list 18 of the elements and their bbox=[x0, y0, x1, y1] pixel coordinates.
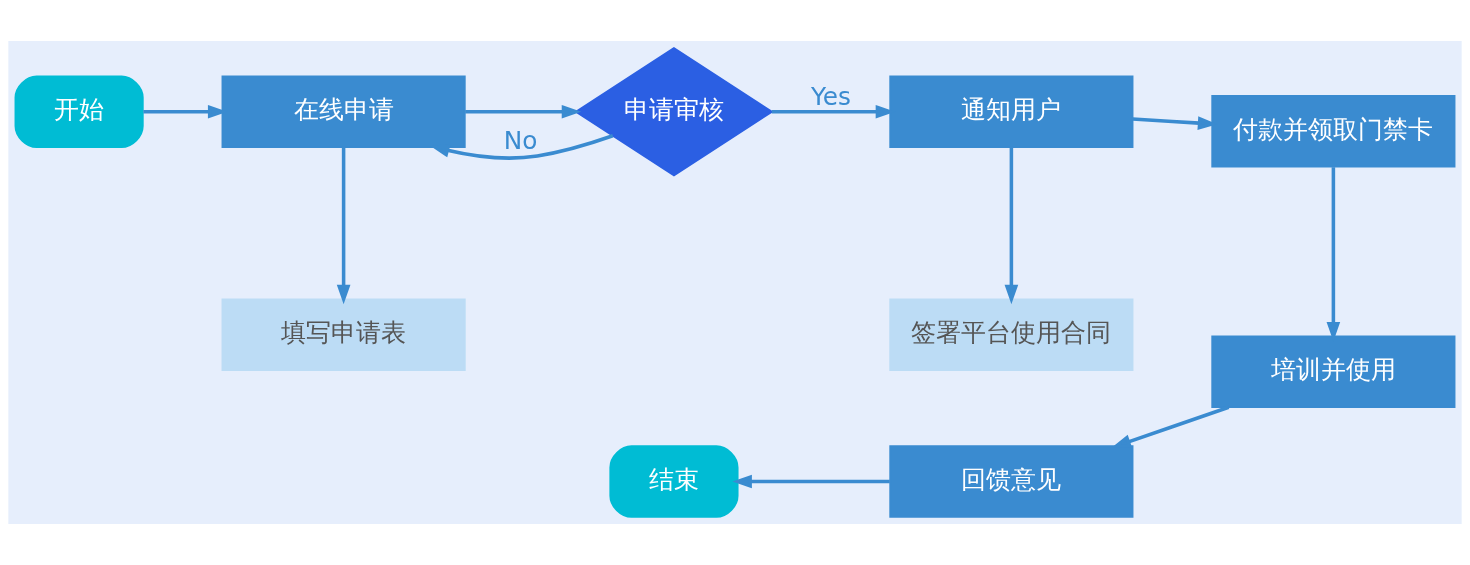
node-diamond: 申请审核 bbox=[574, 47, 774, 177]
node-box: 填写申请表 bbox=[221, 298, 466, 371]
node-box: 培训并使用 bbox=[1211, 335, 1456, 409]
arrow bbox=[336, 147, 351, 305]
node-box: 付款并领取门禁卡 bbox=[1211, 94, 1456, 168]
arrow bbox=[430, 134, 614, 160]
node-box: 通知用户 bbox=[889, 75, 1134, 149]
arrow bbox=[1004, 147, 1019, 305]
node-box: 开始 bbox=[14, 75, 144, 149]
edge-label: Yes bbox=[810, 82, 851, 112]
node-box: 在线申请 bbox=[221, 75, 466, 149]
node-box: 签署平台使用合同 bbox=[889, 298, 1134, 371]
edge-label: No bbox=[503, 126, 538, 156]
arrow bbox=[465, 104, 582, 119]
arrow bbox=[732, 474, 890, 489]
arrow bbox=[1111, 405, 1230, 448]
node-box: 结束 bbox=[609, 445, 739, 518]
node-box: 回馈意见 bbox=[889, 445, 1134, 518]
